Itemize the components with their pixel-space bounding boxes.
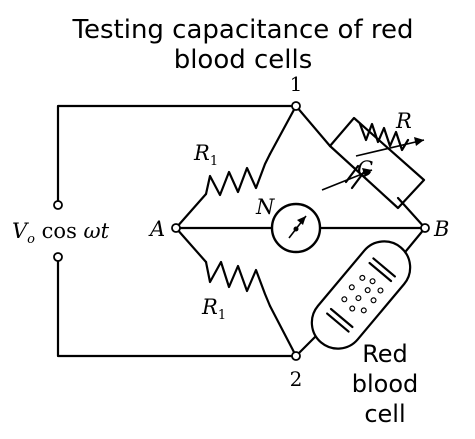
node-2-label: 2	[290, 367, 303, 391]
galvanometer	[270, 202, 322, 254]
source-terminal-bottom	[53, 252, 63, 262]
resistor-r1-upper	[204, 152, 272, 197]
red-blood-cell	[310, 240, 412, 350]
bridge-edges	[174, 104, 427, 358]
label-c: C	[357, 157, 373, 181]
node-b-label: B	[433, 217, 449, 241]
cell-label-line-3: cell	[364, 400, 405, 428]
cell-label-line-2: blood	[352, 370, 419, 398]
source-label: Vo cos ωt	[12, 219, 110, 247]
source-terminal-top	[53, 200, 63, 210]
source-wires	[53, 104, 298, 358]
label-n: N	[255, 195, 275, 219]
node-2	[291, 351, 301, 361]
node-1	[291, 101, 301, 111]
label-r1-upper: R1	[193, 141, 218, 169]
variable-resistor-r	[358, 122, 410, 152]
node-b	[420, 223, 430, 233]
node-a-label: A	[148, 217, 165, 241]
label-r: R	[395, 109, 412, 133]
title-line-2: blood cells	[174, 45, 313, 75]
title-line-1: Testing capacitance of red	[72, 15, 414, 45]
rc-parallel-block	[321, 116, 426, 210]
label-r1-lower: R1	[201, 295, 226, 323]
node-a	[171, 223, 181, 233]
cell-label-line-1: Red	[362, 340, 408, 368]
node-1-label: 1	[290, 72, 303, 96]
resistor-r1-lower	[204, 260, 272, 308]
